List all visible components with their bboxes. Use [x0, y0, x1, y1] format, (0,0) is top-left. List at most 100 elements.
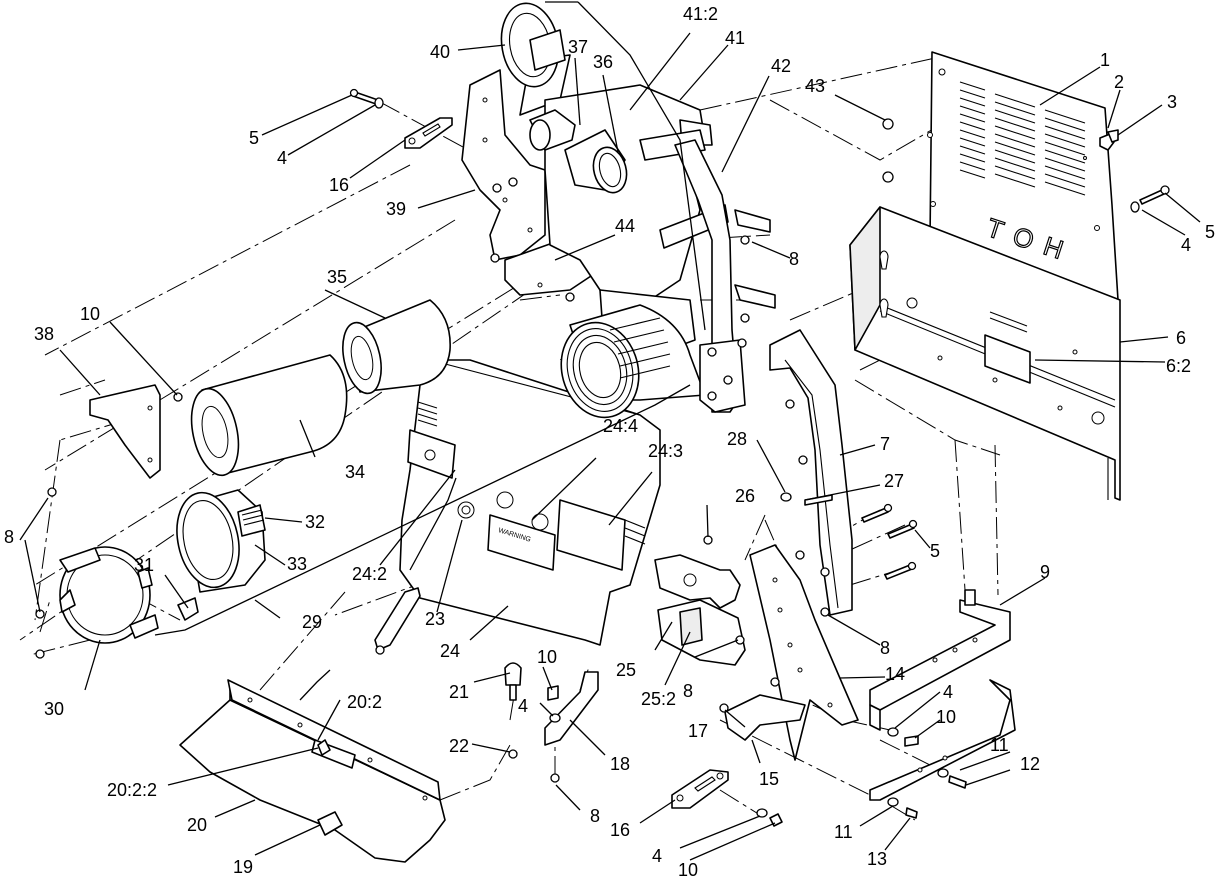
callout-4: 4 [1181, 235, 1191, 255]
callout-30: 30 [44, 699, 64, 719]
callout-16: 16 [329, 175, 349, 195]
bracket-18 [544, 671, 599, 783]
callout-12: 12 [1020, 754, 1040, 774]
callout-20: 20 [187, 815, 207, 835]
bracket-25 [657, 599, 746, 666]
bolt-right [1130, 185, 1170, 213]
callout-4: 4 [277, 148, 287, 168]
upright-plate-14 [749, 544, 859, 761]
callout-17: 17 [688, 721, 708, 741]
callout-4: 4 [652, 846, 662, 866]
bar-16-upper [404, 117, 453, 149]
callout-6: 6 [1176, 328, 1186, 348]
hardware-bottom-right [756, 727, 967, 827]
callout-4: 4 [518, 696, 528, 716]
callout-43: 43 [805, 76, 825, 96]
callout-10: 10 [537, 647, 557, 667]
bracket-38 [89, 384, 183, 479]
mounting-band-30 [35, 487, 159, 659]
callout-36: 36 [593, 52, 613, 72]
callout-31: 31 [134, 555, 154, 575]
callout-10: 10 [936, 707, 956, 727]
callout-9: 9 [1040, 562, 1050, 582]
callout-25: 25 [616, 660, 636, 680]
weld-nut-43 [882, 118, 894, 183]
clip-31 [177, 597, 199, 621]
callout-8: 8 [4, 527, 14, 547]
callout-4: 4 [943, 682, 953, 702]
callout-27: 27 [884, 471, 904, 491]
base-plate-20 [179, 679, 446, 863]
callout-37: 37 [568, 37, 588, 57]
bracket-26 [654, 535, 741, 609]
callout-10: 10 [678, 860, 698, 880]
callout-8: 8 [789, 249, 799, 269]
strap-23 [374, 587, 421, 655]
hose-clamp-36 [564, 129, 628, 194]
panel-vents [417, 401, 646, 545]
callout-5: 5 [249, 128, 259, 148]
callout-39: 39 [386, 199, 406, 219]
callout-20-2-2: 20:2:2 [107, 780, 157, 800]
callout-14: 14 [885, 664, 905, 684]
callout-5: 5 [1205, 222, 1215, 242]
callout-7: 7 [880, 434, 890, 454]
callout-24-4: 24:4 [603, 416, 638, 436]
leader-lines [19, 1, 1201, 861]
intake-hose [560, 304, 706, 419]
callout-22: 22 [449, 736, 469, 756]
callout-24: 24 [440, 641, 460, 661]
callout-11: 11 [834, 822, 853, 842]
callout-16: 16 [610, 820, 630, 840]
callout-20-2: 20:2 [347, 692, 382, 712]
callout-13: 13 [867, 849, 887, 869]
callout-44: 44 [615, 216, 635, 236]
callout-21: 21 [449, 682, 469, 702]
callout-8: 8 [880, 638, 890, 658]
callout-5: 5 [930, 541, 940, 561]
callout-11: 11 [990, 735, 1009, 755]
callout-24-3: 24:3 [648, 441, 683, 461]
callout-23: 23 [425, 609, 445, 629]
callout-35: 35 [327, 267, 347, 287]
air-cleaner-body [176, 489, 266, 593]
filter-inner-35 [342, 299, 451, 395]
callout-10: 10 [80, 304, 100, 324]
isolator-21 [504, 662, 522, 759]
callout-32: 32 [305, 512, 325, 532]
callout-8: 8 [590, 806, 600, 826]
callout-19: 19 [233, 857, 253, 877]
callout-6-2: 6:2 [1166, 356, 1191, 376]
callout-18: 18 [610, 754, 630, 774]
side-panel-24: WARNING [399, 359, 661, 646]
callout-2: 2 [1114, 72, 1124, 92]
callout-33: 33 [287, 554, 307, 574]
callout-34: 34 [345, 462, 365, 482]
callout-24-2: 24:2 [352, 564, 387, 584]
callout-28: 28 [727, 429, 747, 449]
callout-1: 1 [1100, 50, 1110, 70]
grille-louvers [959, 81, 1086, 196]
callout-41-2: 41:2 [683, 4, 718, 24]
callout-40: 40 [430, 42, 450, 62]
brace-42 [674, 139, 776, 413]
callout-26: 26 [735, 486, 755, 506]
shroud-box [849, 206, 1121, 501]
callout-25-2: 25:2 [641, 689, 676, 709]
callout-38: 38 [34, 324, 54, 344]
bar-16-lower [671, 769, 729, 809]
callout-3: 3 [1167, 92, 1177, 112]
inlet-tube-37 [529, 109, 576, 151]
callout-41: 41 [725, 28, 745, 48]
frame-bracket-9 [869, 589, 1016, 801]
callout-8: 8 [683, 681, 693, 701]
callout-15: 15 [759, 769, 779, 789]
filter-outer-34 [190, 354, 348, 477]
latch-clip [1099, 129, 1119, 151]
callout-29: 29 [302, 612, 322, 632]
callout-42: 42 [771, 56, 791, 76]
cap-40 [500, 2, 566, 88]
bolt-5-top-left [349, 88, 384, 109]
bolts-5-strap [861, 503, 918, 580]
